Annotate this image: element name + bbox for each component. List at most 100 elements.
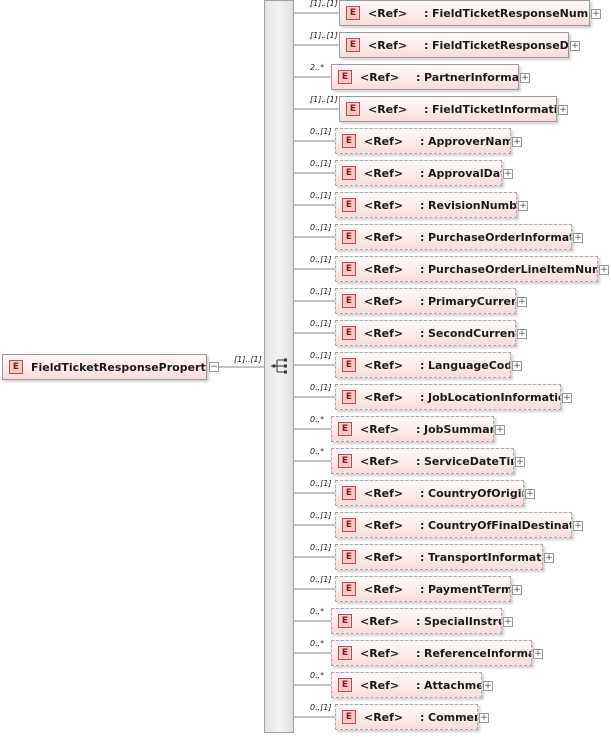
element-name: ReferenceInformation <box>424 646 531 660</box>
expand-icon[interactable]: + <box>599 264 609 275</box>
separator: : <box>420 326 425 340</box>
expand-icon[interactable]: + <box>525 488 535 499</box>
element-box-comment[interactable]: E<Ref>:Comment <box>335 704 478 730</box>
element-badge-icon: E <box>342 294 356 308</box>
element-box-approver-name[interactable]: E<Ref>:ApproverName <box>335 128 511 154</box>
expand-icon[interactable]: + <box>517 328 527 339</box>
expand-icon[interactable]: + <box>503 168 513 179</box>
element-badge-icon: E <box>338 70 352 84</box>
expand-icon[interactable]: + <box>562 392 572 403</box>
element-name: RevisionNumber <box>428 198 517 212</box>
ref-label: <Ref> <box>364 486 404 500</box>
expand-icon[interactable]: + <box>495 424 505 435</box>
expand-icon[interactable]: + <box>544 552 554 563</box>
cardinality-label: 0..[1] <box>310 223 332 232</box>
element-name: JobSummary <box>424 422 493 436</box>
expand-icon[interactable]: + <box>512 360 522 371</box>
expand-icon[interactable]: + <box>558 104 568 115</box>
ref-label: <Ref> <box>368 38 408 52</box>
ref-label: <Ref> <box>364 550 404 564</box>
element-badge-icon: E <box>338 614 352 628</box>
expand-icon[interactable]: + <box>512 136 522 147</box>
element-box-revision-number[interactable]: E<Ref>:RevisionNumber <box>335 192 517 218</box>
ref-label: <Ref> <box>368 102 408 116</box>
root-element-name: FieldTicketResponseProperties <box>31 360 207 374</box>
cardinality-label: 0..[1] <box>310 479 332 488</box>
expand-icon[interactable]: + <box>570 40 580 51</box>
ref-label: <Ref> <box>364 230 404 244</box>
element-box-field-ticket-information[interactable]: E<Ref>:FieldTicketInformation <box>339 96 557 122</box>
element-box-partner-information[interactable]: E<Ref>:PartnerInformation <box>331 64 519 90</box>
element-box-country-of-final-destination[interactable]: E<Ref>:CountryOfFinalDestination <box>335 512 572 538</box>
expand-icon[interactable]: + <box>515 456 525 467</box>
element-badge-icon: E <box>342 582 356 596</box>
element-box-language-code[interactable]: E<Ref>:LanguageCode <box>335 352 511 378</box>
element-badge-icon: E <box>338 454 352 468</box>
element-box-field-ticket-response-number[interactable]: E<Ref>:FieldTicketResponseNumber <box>339 0 590 26</box>
element-name: PurchaseOrderInformation <box>428 230 571 244</box>
sequence-compositor-icon[interactable] <box>271 357 289 375</box>
element-name: FieldTicketResponseNumber <box>432 6 589 20</box>
element-name: PaymentTerms <box>428 582 511 596</box>
element-name: TransportInformation <box>428 550 542 564</box>
separator: : <box>420 486 425 500</box>
element-box-purchase-order-line-item-number[interactable]: E<Ref>:PurchaseOrderLineItemNumber <box>335 256 598 282</box>
ref-label: <Ref> <box>364 390 404 404</box>
element-box-field-ticket-response-date[interactable]: E<Ref>:FieldTicketResponseDate <box>339 32 569 58</box>
cardinality-label: 0..[1] <box>310 255 332 264</box>
element-badge-icon: E <box>9 360 23 374</box>
separator: : <box>416 646 421 660</box>
element-name: SpecialInstructions <box>424 614 501 628</box>
element-badge-icon: E <box>342 326 356 340</box>
separator: : <box>416 614 421 628</box>
element-box-transport-information[interactable]: E<Ref>:TransportInformation <box>335 544 543 570</box>
expand-icon[interactable]: + <box>503 616 513 627</box>
expand-icon[interactable]: + <box>573 232 583 243</box>
root-element-box[interactable]: E FieldTicketResponseProperties <box>2 354 207 380</box>
element-box-reference-information[interactable]: E<Ref>:ReferenceInformation <box>331 640 532 666</box>
expand-icon[interactable]: + <box>518 200 528 211</box>
cardinality-label: 0..[1] <box>310 351 332 360</box>
element-badge-icon: E <box>346 38 360 52</box>
element-box-special-instructions[interactable]: E<Ref>:SpecialInstructions <box>331 608 502 634</box>
ref-label: <Ref> <box>360 70 400 84</box>
element-box-purchase-order-information[interactable]: E<Ref>:PurchaseOrderInformation <box>335 224 572 250</box>
element-badge-icon: E <box>338 422 352 436</box>
expand-icon[interactable]: + <box>483 680 493 691</box>
cardinality-label: 0..* <box>310 639 325 648</box>
element-name: PartnerInformation <box>424 70 519 84</box>
cardinality-label: 0..[1] <box>310 319 332 328</box>
element-badge-icon: E <box>342 710 356 724</box>
expand-icon[interactable]: + <box>512 584 522 595</box>
element-box-approval-date[interactable]: E<Ref>:ApprovalDate <box>335 160 502 186</box>
element-badge-icon: E <box>342 262 356 276</box>
expand-icon[interactable]: + <box>591 8 601 19</box>
element-box-service-date-time[interactable]: E<Ref>:ServiceDateTime <box>331 448 514 474</box>
separator: : <box>420 198 425 212</box>
element-box-country-of-origin[interactable]: E<Ref>:CountryOfOrigin <box>335 480 524 506</box>
cardinality-label: [1]..[1] <box>310 95 338 104</box>
element-box-job-summary[interactable]: E<Ref>:JobSummary <box>331 416 494 442</box>
expand-icon[interactable]: + <box>517 296 527 307</box>
expand-icon[interactable]: + <box>520 72 530 83</box>
element-name: ApprovalDate <box>428 166 501 180</box>
ref-label: <Ref> <box>360 422 400 436</box>
element-box-second-currency[interactable]: E<Ref>:SecondCurrency <box>335 320 516 346</box>
separator: : <box>420 166 425 180</box>
separator: : <box>420 262 425 276</box>
element-box-payment-terms[interactable]: E<Ref>:PaymentTerms <box>335 576 511 602</box>
element-box-primary-currency[interactable]: E<Ref>:PrimaryCurrency <box>335 288 516 314</box>
separator: : <box>420 710 425 724</box>
cardinality-label: 0..[1] <box>310 191 332 200</box>
expand-icon[interactable]: + <box>479 712 489 723</box>
element-box-job-location-information[interactable]: E<Ref>:JobLocationInformation <box>335 384 561 410</box>
expand-icon[interactable]: + <box>533 648 543 659</box>
cardinality-label: 0..[1] <box>310 703 332 712</box>
element-box-attachment[interactable]: E<Ref>:Attachment <box>331 672 482 698</box>
separator: : <box>424 6 429 20</box>
separator: : <box>420 550 425 564</box>
separator: : <box>424 38 429 52</box>
expand-icon[interactable]: + <box>573 520 583 531</box>
collapse-icon[interactable]: − <box>209 361 219 372</box>
